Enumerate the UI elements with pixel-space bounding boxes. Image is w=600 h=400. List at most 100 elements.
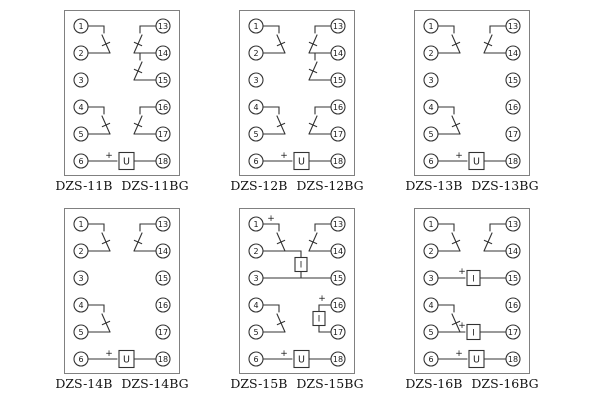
component-label: I (300, 261, 303, 271)
polarity-plus: + (455, 151, 463, 161)
terminal-number: 13 (158, 220, 168, 229)
delay-tick (451, 122, 461, 128)
component-label: U (123, 355, 130, 366)
terminal-number: 1 (253, 22, 258, 31)
delay-tick (308, 68, 318, 74)
model-name-g: DZS-13BG (471, 178, 539, 193)
component-label: I (472, 329, 475, 339)
terminal-number: 17 (333, 130, 343, 139)
model-name-g: DZS-11BG (121, 178, 189, 193)
contact-lead (437, 304, 455, 313)
polarity-plus: + (280, 151, 288, 161)
diagram-caption: DZS-14B DZS-14BG (55, 376, 188, 392)
terminal-number: 4 (428, 103, 433, 112)
terminal-number: 4 (253, 301, 258, 310)
terminal-number: 2 (78, 49, 83, 58)
terminal-number: 17 (508, 328, 518, 337)
terminal-circle (505, 297, 521, 313)
terminal-number: 13 (333, 220, 343, 229)
model-name-g: DZS-14BG (121, 376, 189, 391)
terminal-number: 5 (428, 328, 433, 337)
terminal-number: 2 (253, 247, 258, 256)
diagram-caption: DZS-15B DZS-15BG (230, 376, 363, 392)
contact-lead (489, 25, 507, 34)
terminal-number: 1 (78, 22, 83, 31)
terminal-number: 16 (508, 301, 518, 310)
terminal-number: 2 (428, 247, 433, 256)
terminal-number: 6 (428, 157, 433, 166)
contact-lead (489, 223, 507, 232)
delay-tick (133, 122, 143, 128)
contact-lead (262, 25, 280, 34)
contact-lead (262, 106, 280, 115)
delay-tick (308, 239, 318, 245)
terminal-number: 1 (428, 22, 433, 31)
component-lead (318, 304, 332, 313)
terminal-number: 4 (78, 301, 83, 310)
model-name: DZS-16B (405, 376, 463, 391)
polarity-plus: + (458, 267, 466, 277)
model-name: DZS-12B (230, 178, 288, 193)
polarity-plus: + (105, 151, 113, 161)
terminal-number: 6 (78, 355, 83, 364)
terminal-number: 13 (508, 220, 518, 229)
polarity-plus: + (105, 349, 113, 359)
contact-lead (314, 25, 332, 34)
terminal-number: 13 (333, 22, 343, 31)
terminal-number: 5 (253, 328, 258, 337)
terminal-number: 17 (508, 130, 518, 139)
component-label: I (318, 315, 321, 325)
polarity-plus: + (455, 349, 463, 359)
terminal-circle (73, 270, 89, 286)
terminal-number: 4 (428, 301, 433, 310)
diagram-caption: DZS-13B DZS-13BG (405, 178, 538, 194)
delay-tick (276, 122, 286, 128)
delay-tick (133, 68, 143, 74)
delay-tick (483, 41, 493, 47)
component-lead (284, 250, 302, 259)
delay-tick (276, 320, 286, 326)
terminal-circle (155, 297, 171, 313)
terminal-number: 3 (78, 76, 83, 85)
terminal-number: 15 (333, 274, 343, 283)
terminal-number: 5 (78, 328, 83, 337)
component-label: I (472, 275, 475, 285)
terminal-circle (505, 99, 521, 115)
terminal-number: 14 (508, 49, 518, 58)
terminal-circle (505, 126, 521, 142)
delay-tick (451, 41, 461, 47)
model-name-g: DZS-12BG (296, 178, 364, 193)
terminal-number: 5 (78, 130, 83, 139)
model-name: DZS-15B (230, 376, 288, 391)
terminal-number: 3 (253, 76, 258, 85)
terminal-number: 15 (508, 274, 518, 283)
terminal-number: 15 (158, 76, 168, 85)
delay-tick (308, 41, 318, 47)
terminal-number: 16 (158, 301, 168, 310)
terminal-number: 5 (428, 130, 433, 139)
model-name: DZS-13B (405, 178, 463, 193)
contact-lead (139, 106, 157, 115)
polarity-plus: + (318, 294, 326, 304)
delay-tick (101, 41, 111, 47)
contact-lead (314, 106, 332, 115)
terminal-number: 3 (428, 76, 433, 85)
contact-lead (314, 52, 332, 61)
terminal-number: 6 (78, 157, 83, 166)
contact-lead (314, 223, 332, 232)
component-lead (318, 324, 332, 333)
terminal-number: 6 (253, 355, 258, 364)
contact-lead (139, 25, 157, 34)
terminal-circle (155, 324, 171, 340)
terminal-number: 1 (253, 220, 258, 229)
delay-tick (133, 41, 143, 47)
diagram-caption: DZS-16B DZS-16BG (405, 376, 538, 392)
